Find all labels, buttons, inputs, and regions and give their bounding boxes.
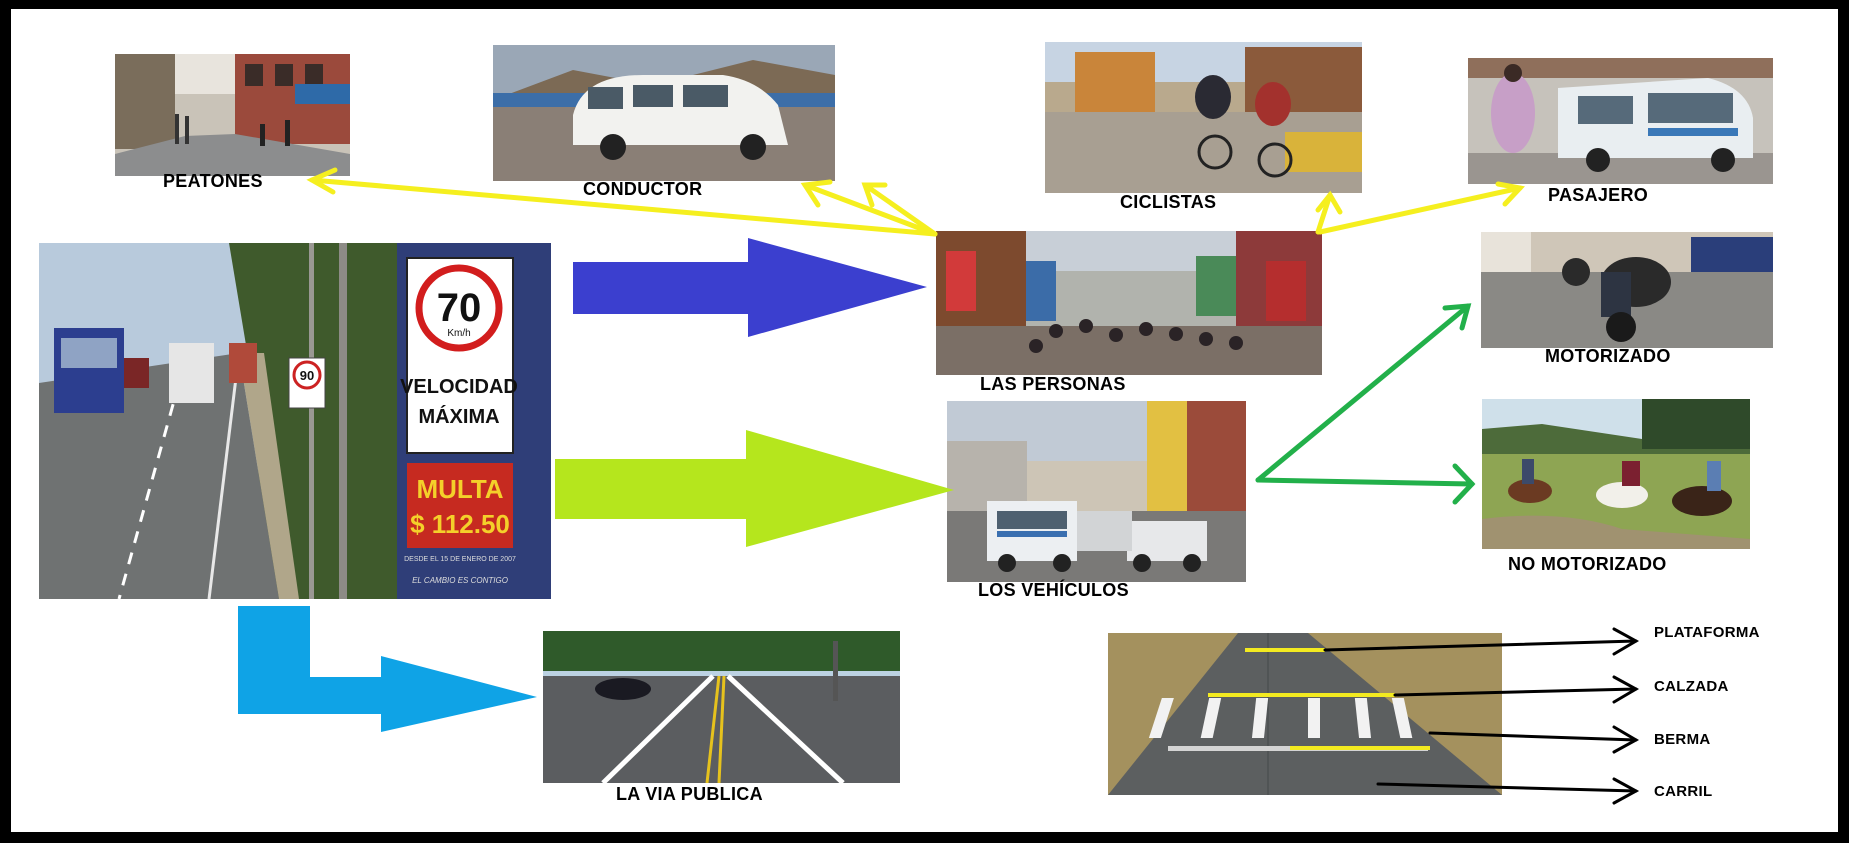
- peatones-photo: [115, 54, 350, 176]
- label-las-personas: LAS PERSONAS: [980, 374, 1126, 394]
- pointer-carril: [1376, 782, 1638, 793]
- label-motorizado: MOTORIZADO: [1545, 346, 1671, 366]
- pointer-plataforma: [1323, 639, 1638, 652]
- motorizado-photo: [1481, 232, 1773, 348]
- sign-fine1-text: MULTA: [416, 474, 503, 504]
- label-no-motorizado: NO MOTORIZADO: [1508, 554, 1667, 574]
- lime-arrow: [555, 430, 954, 547]
- pointer-calzada: [1393, 687, 1638, 697]
- pasajero-photo: [1468, 58, 1773, 184]
- green-arrows: [1255, 303, 1476, 505]
- arrowhead-conductor-2: [861, 182, 888, 208]
- arrowhead-ciclistas: [1315, 190, 1343, 215]
- sign-fine2-text: $ 112.50: [410, 509, 510, 539]
- arrow-to-pasajero: [1317, 185, 1523, 235]
- cyan-arrow: [238, 606, 537, 732]
- label-pasajero: PASAJERO: [1548, 185, 1649, 205]
- ciclistas-photo: [1045, 42, 1362, 193]
- label-la-via-publica: LA VIA PUBLICA: [616, 784, 763, 804]
- road-section-photo: [1108, 633, 1502, 795]
- arrow-to-no-motorizado: [1255, 477, 1475, 487]
- arrow-to-motorizado: [1255, 303, 1471, 483]
- label-los-vehiculos: LOS VEHÍCULOS: [978, 580, 1129, 600]
- conductor-photo: [493, 45, 835, 181]
- pointerhead-plataforma: [1612, 627, 1640, 656]
- la-via-publica-photo: [543, 631, 900, 783]
- sign-footer-text: EL CAMBIO ES CONTIGO: [412, 576, 508, 585]
- arrowhead-conductor: [800, 179, 833, 208]
- road-section-highlights: [1208, 648, 1430, 750]
- arrow-to-peatones: [309, 177, 938, 237]
- los-vehiculos-photo: [947, 401, 1246, 582]
- sign-small-text: DESDE EL 15 DE ENERO DE 2007: [404, 556, 516, 563]
- sign-unit-text: Km/h: [447, 328, 470, 339]
- arrowhead-motorizado: [1442, 303, 1472, 331]
- highway-sign-photo: 90 70 Km/h VELOCIDAD MÁXIMA MULTA $ 112.…: [39, 243, 551, 599]
- pointerhead-carril: [1612, 777, 1640, 805]
- arrowhead-peatones: [306, 167, 338, 195]
- las-personas-photo: [936, 231, 1322, 375]
- label-calzada: CALZADA: [1654, 678, 1729, 695]
- sign-speed-text: 70: [437, 286, 482, 330]
- arrowhead-no-motorizado: [1452, 463, 1476, 505]
- small-speed-sign-text: 90: [300, 368, 314, 383]
- label-ciclistas: CICLISTAS: [1120, 192, 1217, 212]
- arrow-to-conductor-2: [862, 182, 938, 237]
- pointer-berma: [1428, 731, 1638, 742]
- label-plataforma: PLATAFORMA: [1654, 624, 1760, 641]
- label-carril: CARRIL: [1654, 783, 1713, 800]
- label-peatones: PEATONES: [163, 171, 263, 191]
- no-motorizado-photo: [1482, 399, 1750, 549]
- pointerhead-berma: [1612, 725, 1640, 754]
- yellow-arrows: [306, 167, 1525, 237]
- black-pointer-arrows: [1323, 627, 1640, 805]
- blue-arrow: [573, 238, 927, 337]
- label-conductor: CONDUCTOR: [583, 179, 703, 199]
- label-berma: BERMA: [1654, 731, 1711, 748]
- sign-line2-text: MÁXIMA: [418, 405, 499, 428]
- arrowhead-pasajero: [1495, 181, 1525, 207]
- pointerhead-calzada: [1612, 675, 1640, 704]
- sign-line1-text: VELOCIDAD: [400, 376, 518, 398]
- arrow-to-conductor: [802, 182, 938, 237]
